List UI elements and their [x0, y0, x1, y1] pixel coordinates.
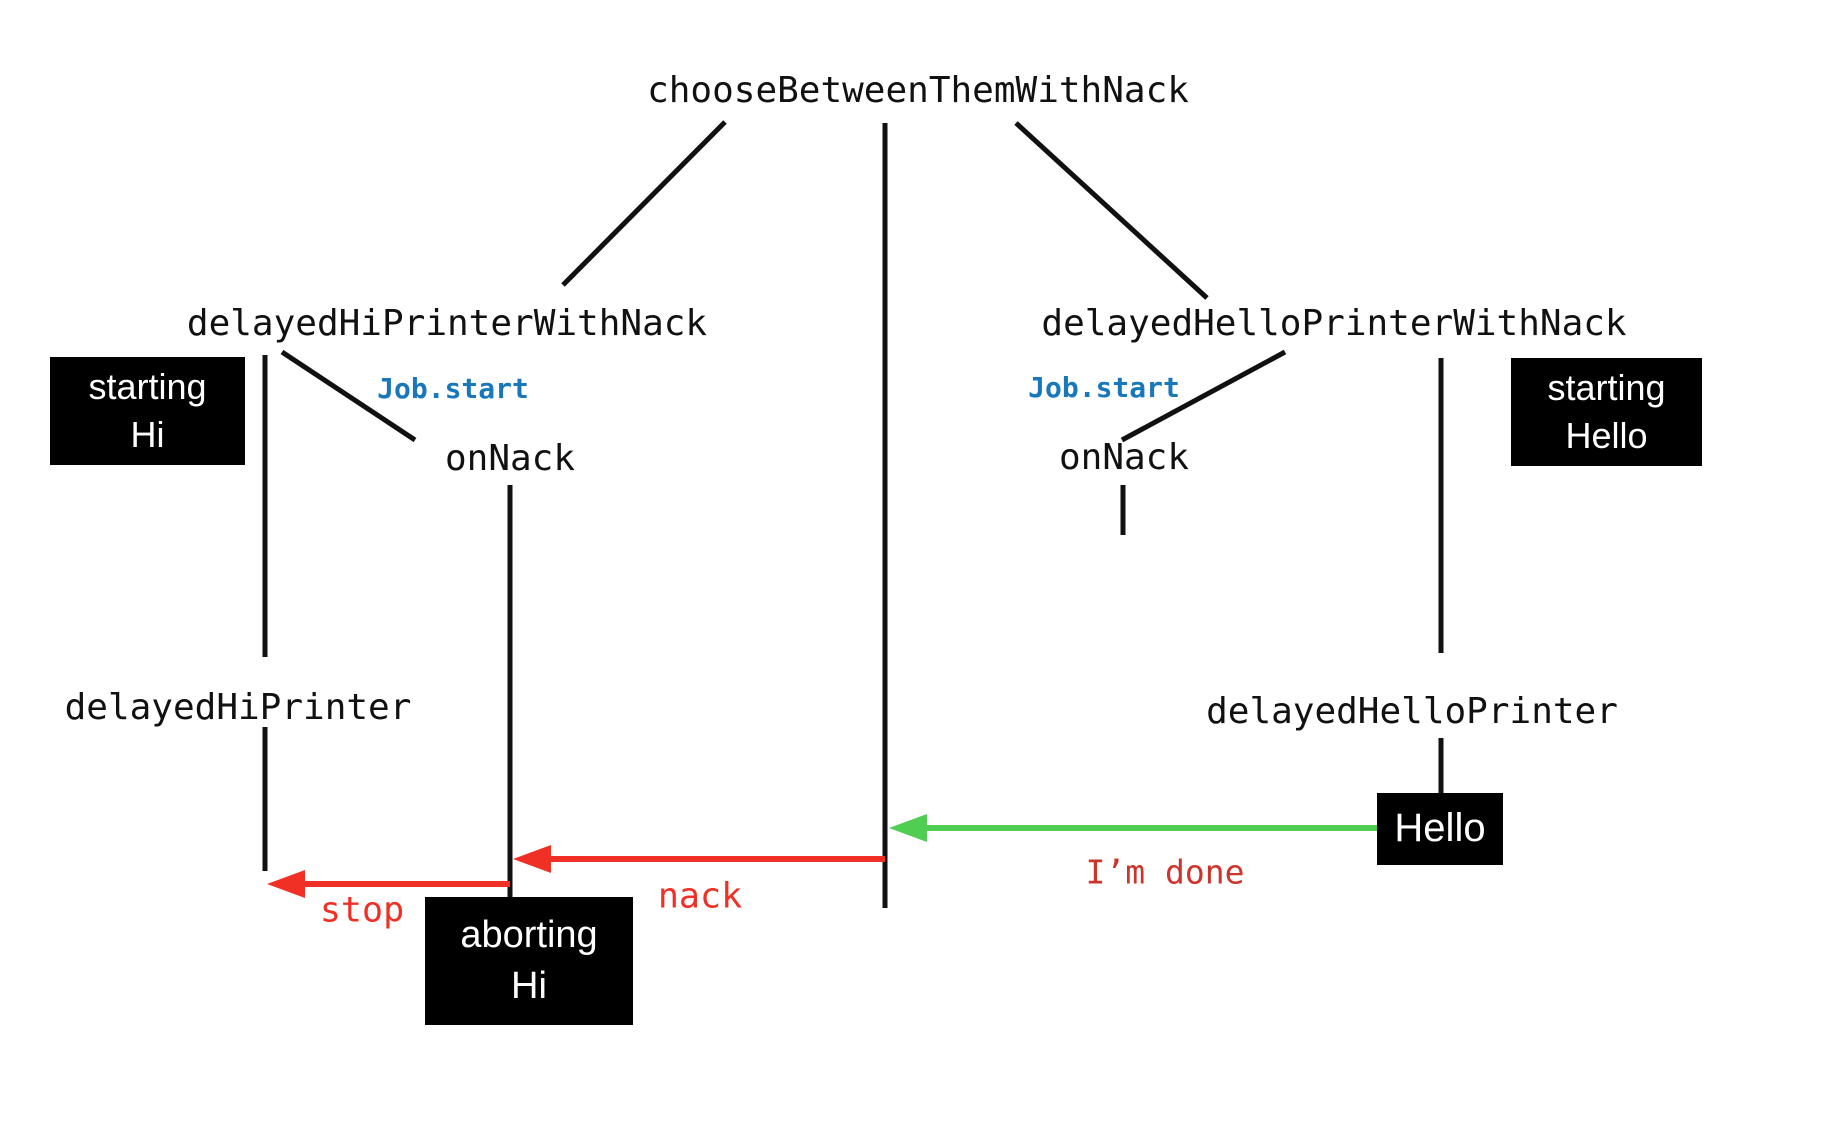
starting-hello-box: starting Hello [1511, 358, 1702, 466]
title-to-hello-diagonal [1014, 121, 1209, 300]
hello-onnack-label: onNack [1058, 437, 1190, 478]
starting-hello-line2: Hello [1565, 415, 1648, 456]
starting-hello-line1: starting [1547, 366, 1666, 408]
hi-node-to-onnack-diagonal [280, 349, 417, 443]
diagram-title: chooseBetweenThemWithNack [647, 70, 1189, 111]
stop-arrowhead [267, 870, 305, 898]
hello-output-box: Hello [1377, 793, 1503, 865]
done-arrow [889, 814, 1377, 842]
hello-node-to-onnack-diagonal [1120, 349, 1287, 443]
starting-hi-line1: starting [88, 365, 207, 407]
hello-output-text: Hello [1394, 806, 1486, 851]
done-message-label: I’m done [1085, 852, 1245, 892]
nack-message-label: nack [657, 876, 743, 917]
stop-message-label: stop [319, 890, 405, 931]
stop-arrow [267, 870, 510, 898]
hi-job-start-label: Job.start [377, 372, 529, 405]
hi-node-label: delayedHiPrinterWithNack [186, 303, 708, 344]
aborting-hi-line1: aborting [460, 914, 598, 957]
starting-hi-box: starting Hi [50, 357, 245, 465]
nack-arrow [513, 845, 885, 873]
title-to-hi-diagonal [561, 120, 727, 287]
hello-node-label: delayedHelloPrinterWithNack [1041, 303, 1627, 344]
nack-arrowhead [513, 845, 551, 873]
aborting-hi-box: aborting Hi [425, 897, 633, 1025]
done-arrowhead [889, 814, 927, 842]
hello-job-start-label: Job.start [1028, 371, 1180, 404]
starting-hi-line2: Hi [130, 414, 165, 455]
hello-printer-label: delayedHelloPrinter [1206, 691, 1618, 732]
hi-onnack-label: onNack [444, 438, 576, 479]
hi-printer-label: delayedHiPrinter [64, 687, 412, 728]
aborting-hi-line2: Hi [511, 965, 547, 1007]
